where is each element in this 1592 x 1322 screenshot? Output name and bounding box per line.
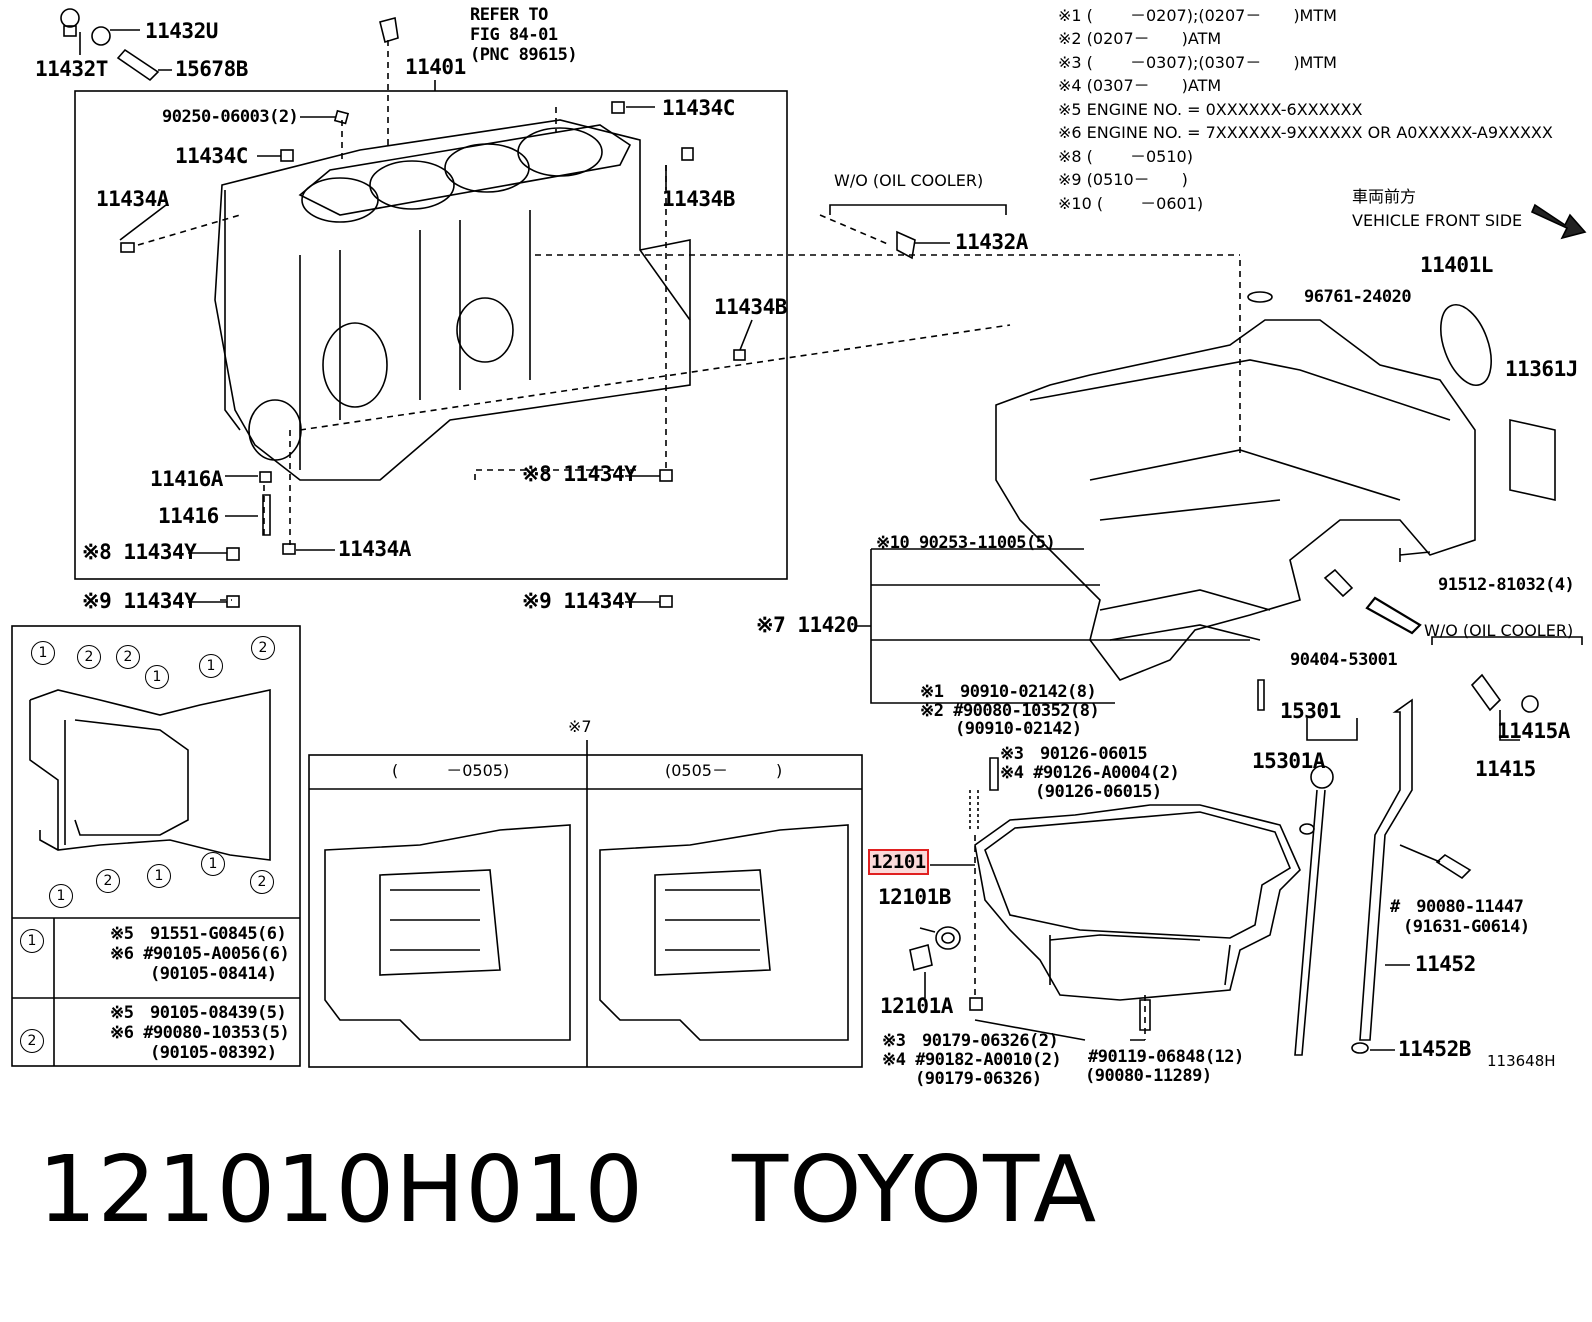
refer-line-3: (PNC 89615): [470, 45, 578, 65]
part-11416[interactable]: 11416: [158, 504, 219, 528]
note-9: ※9 (0510－ ): [1058, 170, 1188, 189]
part-90126-06015-3[interactable]: (90126-06015): [1035, 782, 1162, 802]
vehicle-front-en: VEHICLE FRONT SIDE: [1352, 211, 1523, 230]
note-ref-7: ※7: [568, 717, 592, 736]
refer-line-2: FIG 84-01: [470, 25, 558, 45]
bolt-marker-2: 2: [250, 870, 274, 894]
legend-1-line-b: ※6 #90105-A0056(6): [110, 944, 290, 964]
bolt-marker-2: 2: [116, 645, 140, 669]
part-12101A[interactable]: 12101A: [880, 994, 953, 1018]
part-90179-06326-2[interactable]: ※4 #90182-A0010(2): [882, 1050, 1062, 1070]
wo-oil-cooler-label-right: W/O (OIL COOLER): [1424, 621, 1574, 640]
note-10: ※10 ( －0601): [1058, 194, 1204, 213]
part-90126-06015-2[interactable]: ※4 #90126-A0004(2): [1000, 763, 1180, 783]
bolt-marker-1: 1: [201, 852, 225, 876]
part-11452[interactable]: 11452: [1415, 952, 1476, 976]
bolt-marker-1: 1: [145, 665, 169, 689]
legend-marker-1: 1: [20, 929, 44, 953]
part-12101-highlight[interactable]: 12101: [868, 849, 929, 875]
part-11434B-mid[interactable]: 11434B: [714, 295, 787, 319]
part-15678B[interactable]: 15678B: [175, 57, 248, 81]
legend-2-line-a: ※5 90105-08439(5): [110, 1003, 287, 1023]
part-11434Y-9-left[interactable]: ※9 11434Y: [82, 589, 197, 613]
part-11415[interactable]: 11415: [1475, 757, 1536, 781]
part-11420[interactable]: ※7 11420: [756, 613, 859, 637]
oil-pan-lower: [974, 804, 1301, 1001]
part-11361J[interactable]: 11361J: [1505, 357, 1578, 381]
part-11415A[interactable]: 11415A: [1497, 719, 1570, 743]
refer-line-1: REFER TO: [470, 5, 548, 25]
legend-1-line-a: ※5 91551-G0845(6): [110, 924, 287, 944]
part-90080-11447-2[interactable]: (91631-G0614): [1403, 917, 1530, 937]
part-11434A-bottom[interactable]: 11434A: [338, 537, 411, 561]
image-code: 113648H: [1487, 1052, 1556, 1070]
legend-2-line-b: ※6 #90080-10353(5): [110, 1023, 290, 1043]
part-12101[interactable]: 12101: [868, 849, 929, 875]
note-1: ※1 ( －0207);(0207－ )MTM: [1058, 6, 1337, 25]
part-90119-06848-2[interactable]: (90080-11289): [1085, 1066, 1212, 1086]
part-91512-81032[interactable]: 91512-81032(4): [1438, 575, 1575, 595]
bolt-marker-1: 1: [199, 654, 223, 678]
note-2: ※2 (0207－ )ATM: [1058, 29, 1222, 48]
part-90404-53001[interactable]: 90404-53001: [1290, 650, 1398, 670]
legend-1-line-c: (90105-08414): [150, 964, 277, 984]
part-11432T[interactable]: 11432T: [35, 57, 108, 81]
cylinder-block: [214, 119, 691, 481]
caption-part-number: 121010H010: [38, 1136, 644, 1243]
part-12101B[interactable]: 12101B: [878, 885, 951, 909]
part-11434Y-8-mid[interactable]: ※8 11434Y: [522, 462, 637, 486]
part-90179-06326-3[interactable]: (90179-06326): [915, 1069, 1042, 1089]
note-4: ※4 (0307－ )ATM: [1058, 76, 1222, 95]
panel-label-before-0505: ( －0505): [392, 761, 510, 780]
part-90250-06003[interactable]: 90250-06003(2): [162, 107, 299, 127]
part-90126-06015-1[interactable]: ※3 90126-06015: [1000, 744, 1148, 764]
bolt-marker-1: 1: [147, 864, 171, 888]
part-11434B-top[interactable]: 11434B: [662, 187, 735, 211]
vehicle-front-jp: 車両前方: [1352, 187, 1417, 206]
part-11434A-top[interactable]: 11434A: [96, 187, 169, 211]
note-6: ※6 ENGINE NO. = 7XXXXXX-9XXXXXX OR A0XXX…: [1058, 123, 1553, 142]
legend-2-line-c: (90105-08392): [150, 1043, 277, 1063]
caption-brand: TOYOTA: [731, 1136, 1098, 1243]
part-15301A[interactable]: 15301A: [1252, 749, 1325, 773]
part-96761-24020[interactable]: 96761-24020: [1304, 287, 1412, 307]
note-8: ※8 ( －0510): [1058, 147, 1193, 166]
note-5: ※5 ENGINE NO. = 0XXXXXX-6XXXXXX: [1058, 100, 1363, 119]
part-15301[interactable]: 15301: [1280, 699, 1341, 723]
part-90179-06326-1[interactable]: ※3 90179-06326(2): [882, 1031, 1059, 1051]
part-90910-02142-3[interactable]: (90910-02142): [955, 719, 1082, 739]
bolt-marker-1: 1: [31, 641, 55, 665]
part-90910-02142-2[interactable]: ※2 #90080-10352(8): [920, 701, 1100, 721]
part-11434Y-9-mid[interactable]: ※9 11434Y: [522, 589, 637, 613]
oil-pan-upper: [995, 319, 1476, 681]
bolt-marker-2: 2: [96, 869, 120, 893]
bolt-marker-2: 2: [77, 645, 101, 669]
bolt-marker-1: 1: [49, 884, 73, 908]
part-11432U[interactable]: 11432U: [145, 19, 218, 43]
part-90253-11005[interactable]: ※10 90253-11005(5): [876, 533, 1056, 553]
part-11401L[interactable]: 11401L: [1420, 253, 1493, 277]
part-11452B[interactable]: 11452B: [1398, 1037, 1471, 1061]
panel-label-after-0505: (0505－ ): [665, 761, 783, 780]
part-11434C-right[interactable]: 11434C: [662, 96, 735, 120]
note-3: ※3 ( －0307);(0307－ )MTM: [1058, 53, 1337, 72]
wo-oil-cooler-label: W/O (OIL COOLER): [834, 171, 984, 190]
part-11432A[interactable]: 11432A: [955, 230, 1028, 254]
part-11434C-left[interactable]: 11434C: [175, 144, 248, 168]
legend-marker-2: 2: [20, 1029, 44, 1053]
block-frame: [74, 90, 788, 580]
part-11401[interactable]: 11401: [405, 55, 466, 79]
part-90910-02142-1[interactable]: ※1 90910-02142(8): [920, 682, 1097, 702]
part-90080-11447-1[interactable]: # 90080-11447: [1390, 897, 1524, 917]
bolt-marker-2: 2: [251, 636, 275, 660]
part-11416A[interactable]: 11416A: [150, 467, 223, 491]
part-11434Y-8-left[interactable]: ※8 11434Y: [82, 540, 197, 564]
part-90119-06848-1[interactable]: #90119-06848(12): [1088, 1047, 1244, 1067]
